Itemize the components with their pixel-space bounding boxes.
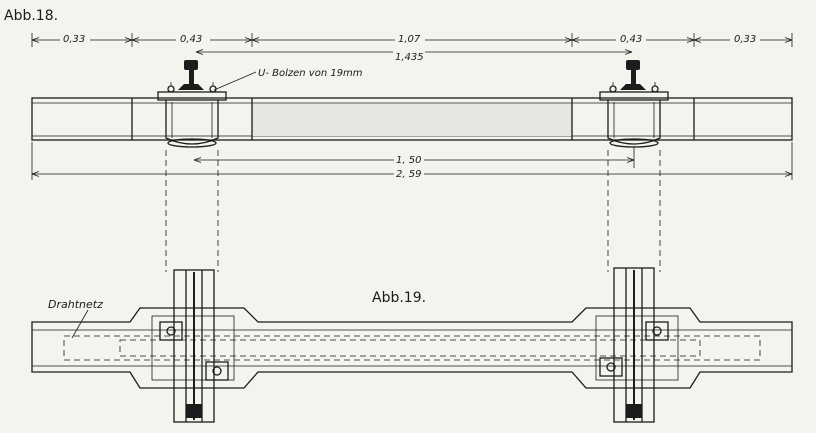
figure-18-label: Abb.18. bbox=[4, 8, 58, 24]
figure-19-label: Abb.19. bbox=[372, 290, 426, 306]
dim-middle: 1,07 bbox=[398, 34, 421, 45]
rail-chair-right bbox=[599, 60, 669, 148]
rail-plan-right bbox=[599, 267, 669, 423]
dim-end-right: 0,33 bbox=[734, 34, 756, 45]
projection-lines bbox=[165, 150, 661, 272]
bolt-note: U- Bolzen von 19mm bbox=[258, 68, 363, 79]
rail-chair-left bbox=[157, 60, 227, 148]
wire-mesh-label: Drahtnetz bbox=[48, 298, 103, 311]
wire-mesh-leader bbox=[71, 309, 89, 339]
rail-plan-left bbox=[159, 269, 229, 423]
dim-bolt-span: 1, 50 bbox=[396, 155, 421, 166]
dim-gauge: 1,435 bbox=[395, 52, 424, 63]
dim-total-length: 2, 59 bbox=[396, 169, 421, 180]
dim-plate-right: 0,43 bbox=[620, 34, 642, 45]
sleeper-side-view bbox=[31, 97, 793, 141]
dim-plate-left: 0,43 bbox=[180, 34, 202, 45]
bolt-leader bbox=[213, 71, 257, 91]
dim-end-left: 0,33 bbox=[63, 34, 85, 45]
sleeper-plan-view bbox=[31, 307, 793, 389]
